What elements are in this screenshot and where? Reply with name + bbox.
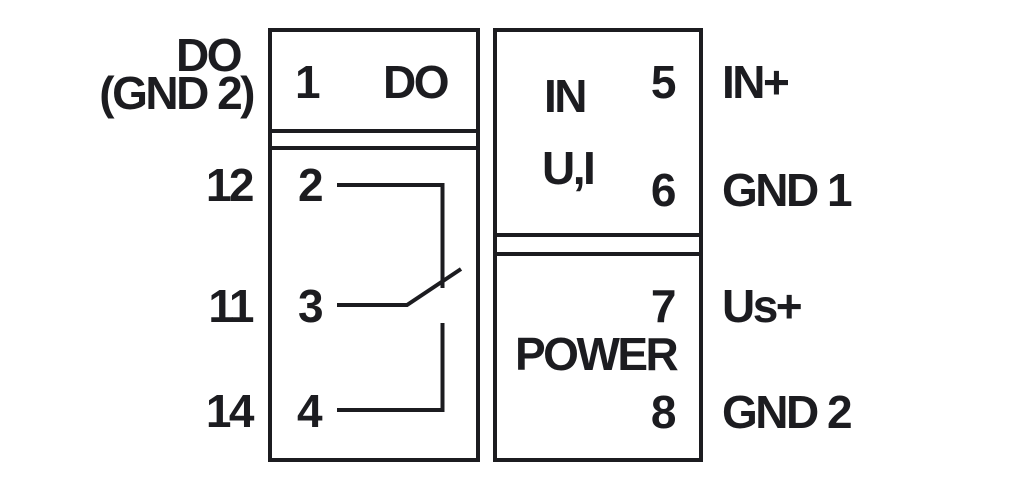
right-separator-line-upper <box>493 233 703 237</box>
external-label-gnd-2: GND 2 <box>722 386 853 438</box>
terminal-6-number: 6 <box>650 164 677 216</box>
external-label-us-plus: Us+ <box>722 280 803 332</box>
terminal-3-number: 3 <box>298 280 324 332</box>
terminal-4-number: 4 <box>297 385 323 437</box>
terminal-8-number: 8 <box>650 386 677 438</box>
input-box-label-in: IN <box>544 70 588 122</box>
right-separator-line-lower <box>493 252 703 256</box>
terminal-7-number: 7 <box>650 280 677 332</box>
external-terminal-14-label: 14 <box>205 385 255 437</box>
terminal-5-number: 5 <box>650 56 677 108</box>
terminal-2-number: 2 <box>298 159 324 211</box>
external-label-do: DO <box>176 29 243 81</box>
input-box-label-ui: U,I <box>542 142 596 194</box>
do-box-label: DO <box>383 56 450 108</box>
relay-common-arm-wire-terminal-3 <box>337 267 463 307</box>
external-label-gnd-1: GND 1 <box>722 164 853 216</box>
relay-nc-contact-wire-terminal-2 <box>337 183 445 288</box>
external-label-in-plus: IN+ <box>722 56 790 108</box>
power-box-label: POWER <box>515 328 679 380</box>
left-separator-line-lower <box>268 146 480 150</box>
right-terminal-column-box <box>493 28 703 462</box>
external-label-gnd2-paren: (GND 2) <box>99 67 255 119</box>
external-terminal-12-label: 12 <box>205 159 255 211</box>
terminal-1-number: 1 <box>295 56 321 108</box>
left-separator-line-upper <box>268 129 480 133</box>
left-terminal-column-box <box>268 28 480 462</box>
external-terminal-11-label: 11 <box>208 280 254 332</box>
relay-no-contact-wire-terminal-4 <box>337 323 445 412</box>
